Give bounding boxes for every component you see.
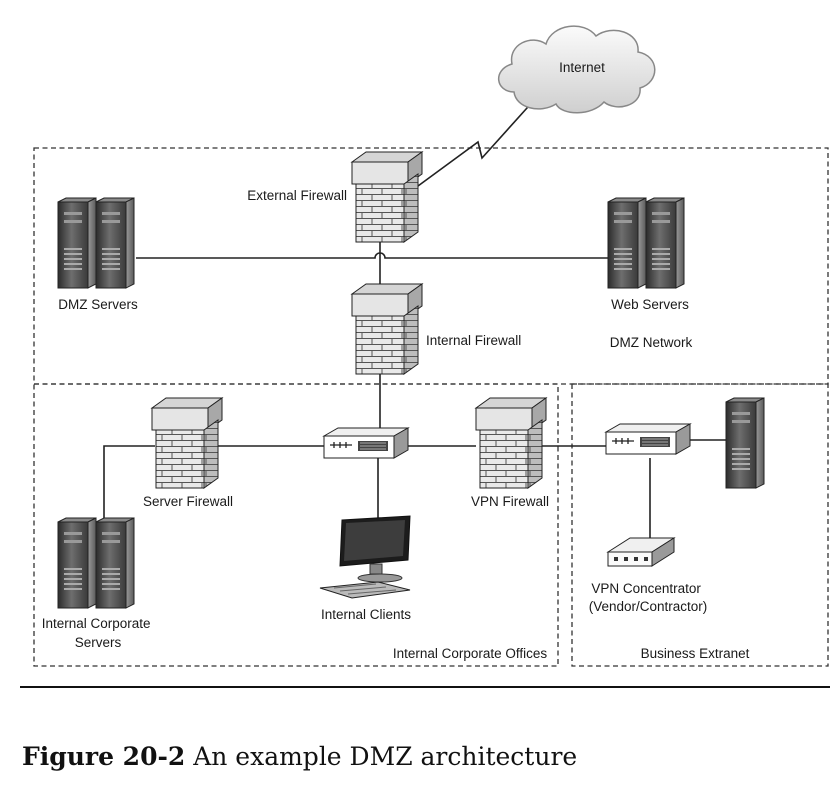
- workstation-icon: [319, 515, 411, 599]
- internal-firewall-label: Internal Firewall: [426, 333, 521, 348]
- figure-caption: Figure 20-2 An example DMZ architecture: [22, 742, 577, 771]
- vpn-firewall-icon: [474, 397, 548, 489]
- extranet-zone-border: [571, 383, 829, 667]
- internet-label: Internet: [559, 60, 605, 75]
- dmz-servers-icon: [57, 197, 135, 289]
- vpn-concentrator-icon: [606, 537, 676, 567]
- server-firewall-label: Server Firewall: [143, 494, 233, 509]
- internal-clients-label: Internal Clients: [321, 607, 411, 622]
- internal-switch-icon: [323, 427, 409, 459]
- network-links: [103, 97, 726, 540]
- server-firewall-icon: [150, 397, 224, 489]
- internal-corporate-offices-label: Internal Corporate Offices: [393, 646, 548, 661]
- external-firewall-icon: [350, 151, 424, 243]
- internal-corporate-servers-icon: [57, 517, 135, 609]
- extranet-switch-icon: [605, 423, 691, 455]
- dmz-zone-border: [33, 147, 829, 385]
- external-firewall-label: External Firewall: [247, 188, 347, 203]
- vpn-firewall-label: VPN Firewall: [471, 494, 549, 509]
- figure-caption-text: An example DMZ architecture: [193, 742, 578, 771]
- internal-servers-uplink-line: [103, 445, 155, 522]
- web-servers-label: Web Servers: [611, 297, 689, 312]
- extranet-server-icon: [725, 397, 765, 489]
- dmz-backbone-line: [136, 252, 608, 259]
- zone-boundaries: [33, 147, 829, 667]
- business-extranet-label: Business Extranet: [641, 646, 750, 661]
- internal-firewall-icon: [350, 283, 424, 375]
- dmz-network-label: DMZ Network: [610, 335, 693, 350]
- internet-cloud-icon: Internet: [498, 25, 656, 114]
- dmz-architecture-diagram: Internet External Firewall Internal Fire…: [33, 25, 829, 667]
- internal-zone-border: [33, 383, 559, 667]
- figure-number: Figure 20-2: [22, 742, 186, 771]
- internet-link-zigzag: [417, 97, 537, 187]
- dmz-servers-label: DMZ Servers: [58, 297, 138, 312]
- vpn-concentrator-label: VPN Concentrator (Vendor/Contractor): [589, 581, 708, 614]
- caption-divider: [20, 686, 830, 688]
- web-servers-icon: [607, 197, 685, 289]
- internal-corporate-servers-label: Internal Corporate Servers: [42, 616, 155, 650]
